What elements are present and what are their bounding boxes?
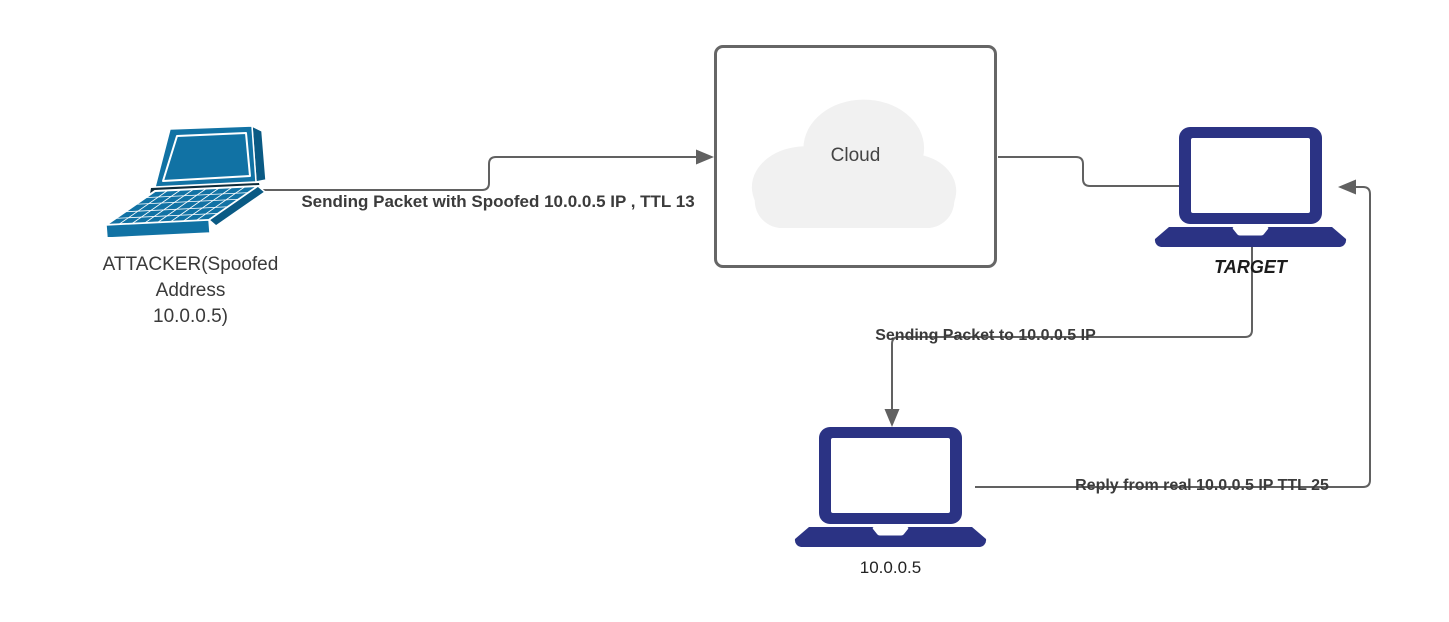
arrowhead-real-host-to-target	[1338, 179, 1356, 195]
attacker-node	[98, 122, 268, 237]
cloud-node: Cloud	[714, 45, 997, 268]
cloud-icon	[751, 99, 957, 229]
cloud-shape	[751, 99, 957, 229]
cloud-label: Cloud	[830, 145, 881, 166]
target-label: TARGET	[1214, 257, 1287, 277]
laptop-icon	[1154, 127, 1347, 247]
edge-label-target-to-real-host: Sending Packet to 10.0.0.5 IP	[875, 327, 1096, 344]
laptop-screen	[831, 438, 950, 513]
laptop-3d-icon	[98, 125, 267, 237]
arrowhead-target-to-real-host	[884, 409, 900, 427]
edge-cloud-to-target	[998, 156, 1180, 187]
laptop-screen	[162, 132, 251, 182]
laptop-notch	[1232, 227, 1269, 236]
attacker-label-line2: Address	[155, 280, 226, 301]
attacker-label: ATTACKER(Spoofed Address 10.0.0.5)	[88, 252, 293, 330]
attacker-label-line3: 10.0.0.5)	[153, 306, 228, 327]
edge-attacker-to-cloud	[263, 156, 696, 191]
real-host-node	[793, 427, 988, 547]
edge-label-real-host-to-target: Reply from real 10.0.0.5 IP TTL 25	[1075, 477, 1329, 494]
laptop-base-front	[105, 219, 211, 237]
edge-real-host-to-target	[975, 186, 1371, 488]
laptop-base	[1154, 227, 1347, 247]
edge-target-to-real-host	[891, 246, 1253, 409]
edge-label-attacker-to-cloud: Sending Packet with Spoofed 10.0.0.5 IP …	[301, 192, 695, 211]
real-host-label: 10.0.0.5	[859, 558, 922, 577]
laptop-base-side	[208, 185, 266, 227]
arrowhead-attacker-to-cloud	[696, 149, 714, 165]
laptop-icon	[794, 427, 987, 547]
laptop-notch	[872, 527, 909, 536]
target-node	[1153, 127, 1348, 247]
laptop-base	[794, 527, 987, 547]
laptop-screen	[1191, 138, 1310, 213]
attacker-label-line1: ATTACKER(Spoofed	[102, 254, 279, 275]
